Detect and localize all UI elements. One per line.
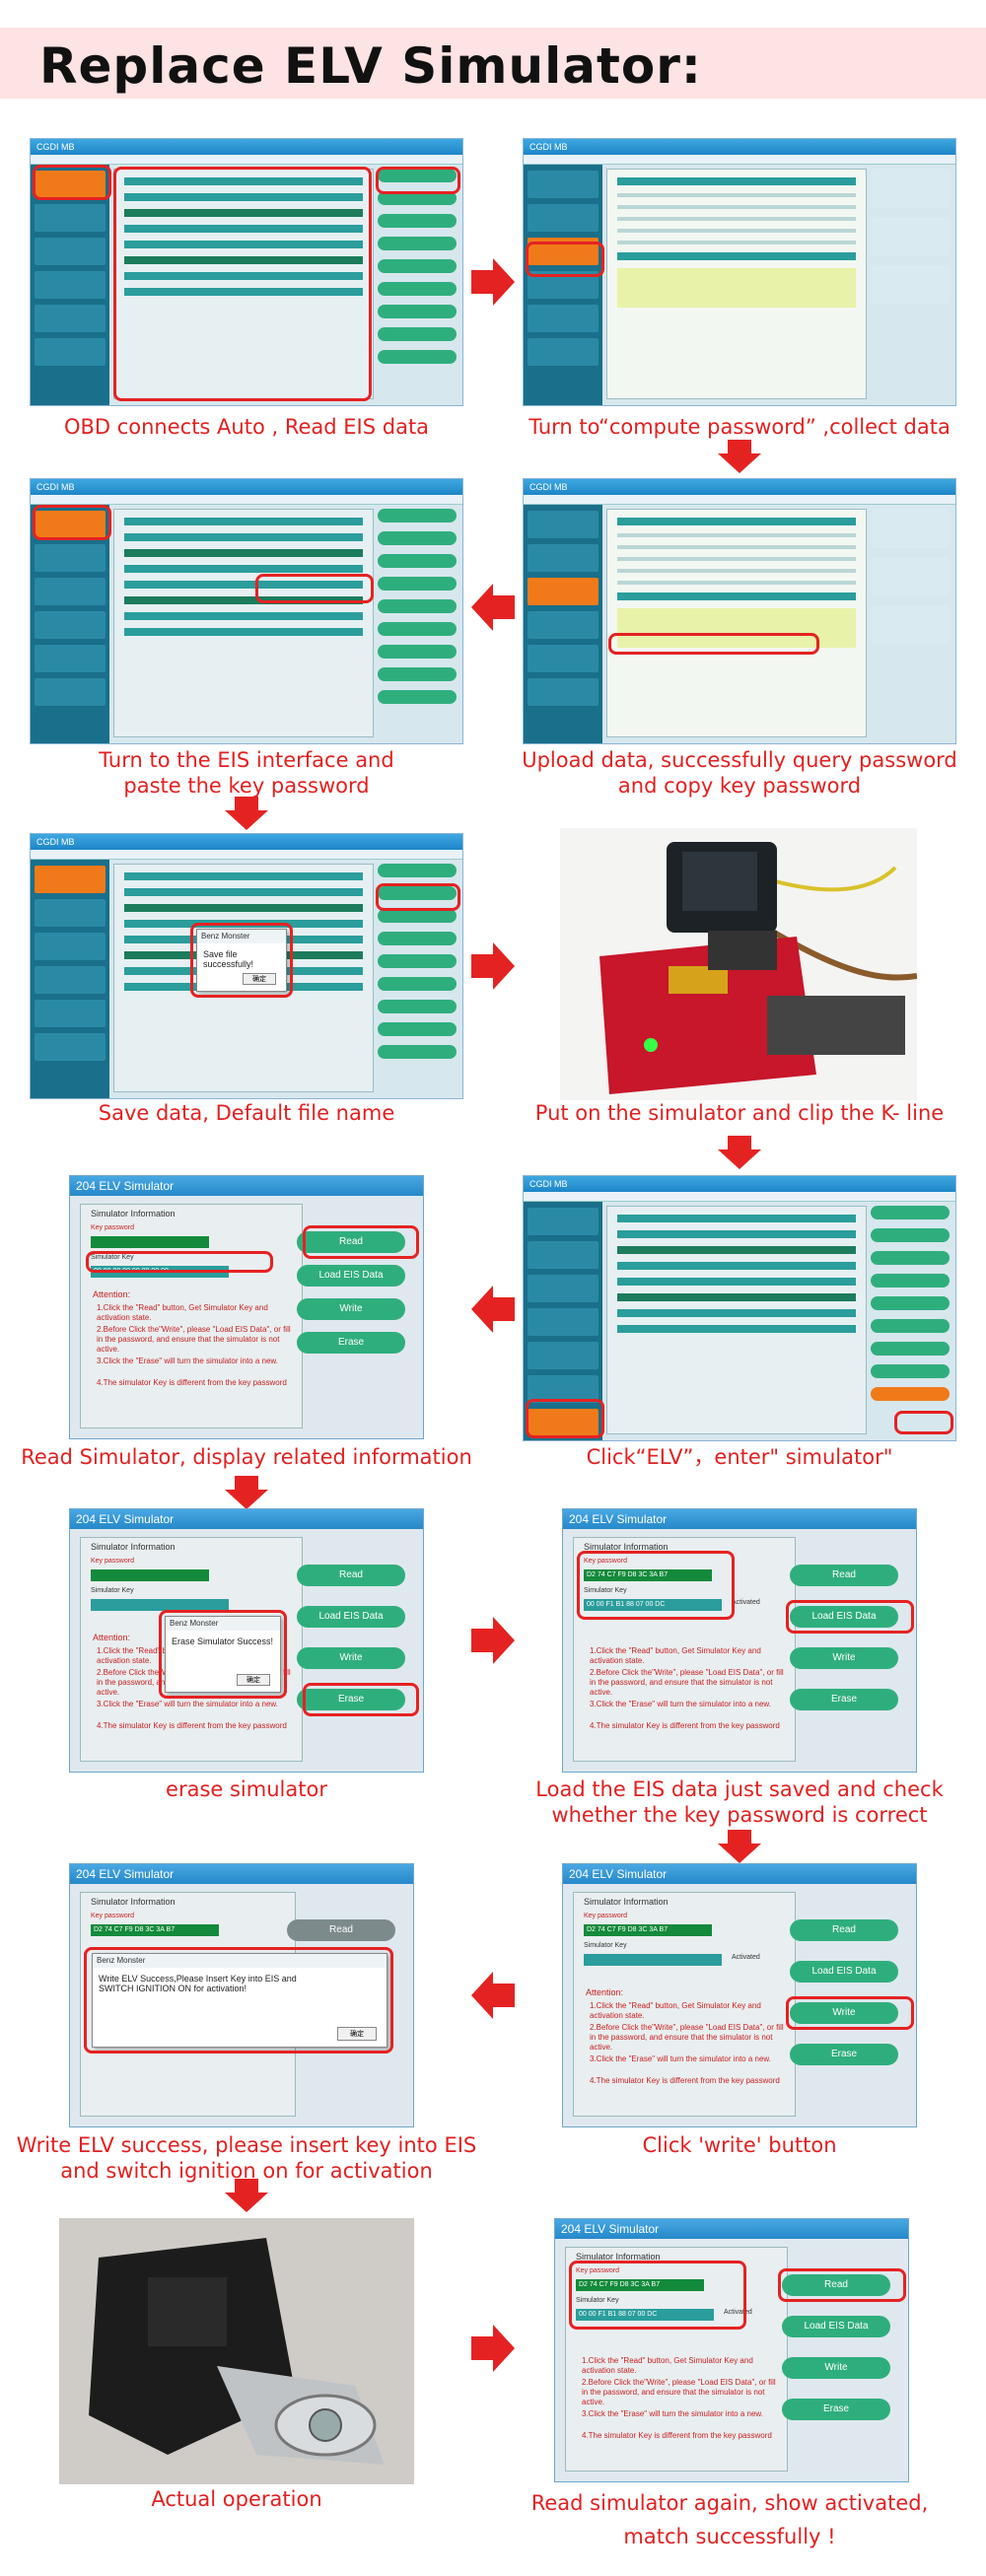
arrow-left-icon <box>471 584 515 631</box>
simulator-device-icon <box>599 842 917 1094</box>
write-button[interactable]: Write <box>297 1647 405 1669</box>
step-10-caption: Load the EIS data just saved and check w… <box>535 1777 944 1827</box>
erase-dialog: Benz Monster Erase Simulator Success! 确定 <box>165 1616 281 1693</box>
write-success-dialog: Benz Monster Write ELV Success,Please In… <box>92 1953 387 2048</box>
step-7-caption: Read Simulator, display related informat… <box>21 1445 472 1469</box>
step-14-caption: Read simulator again, show activated, ma… <box>530 2491 929 2548</box>
load-eis-button[interactable]: Load EIS Data <box>790 1606 898 1628</box>
screenshot-save-data: CGDI MB Benz Monster Save file successfu… <box>30 833 463 1099</box>
write-button[interactable]: Write <box>782 2357 890 2379</box>
step-4-caption: Upload data, successfully query password… <box>522 748 957 798</box>
step-12-caption: Click 'write' button <box>642 2133 837 2157</box>
step-2-caption: Turn to“compute password” ,collect data <box>528 415 951 439</box>
title-banner <box>0 28 986 99</box>
elv-window-read: 204 ELV Simulator Simulator Information … <box>69 1175 424 1439</box>
elv-window-load: 204 ELV Simulator Simulator Information … <box>562 1508 917 1773</box>
read-button[interactable]: Read <box>287 1919 395 1941</box>
write-button[interactable]: Write <box>297 1298 405 1320</box>
save-dialog: Benz Monster Save file successfully! 确定 <box>196 929 287 992</box>
elv-window-erase: 204 ELV Simulator Simulator Information … <box>69 1508 424 1773</box>
arrow-down-icon <box>225 1476 268 1509</box>
read-button[interactable]: Read <box>790 1919 898 1941</box>
step-9-caption: erase simulator <box>166 1777 327 1801</box>
ok-button[interactable]: 确定 <box>243 973 276 985</box>
elv-window-write: 204 ELV Simulator Simulator Information … <box>562 1863 917 2127</box>
arrow-down-icon <box>225 2179 268 2212</box>
arrow-right-icon <box>471 258 515 306</box>
elv-window-activated: 204 ELV Simulator Simulator Information … <box>554 2218 909 2482</box>
step-8-caption: Click“ELV”，enter" simulator" <box>586 1445 893 1469</box>
read-button[interactable]: Read <box>297 1565 405 1586</box>
screenshot-elv-menu: CGDI MB <box>523 1175 956 1441</box>
step-5-caption: Save data, Default file name <box>98 1101 395 1125</box>
load-eis-button[interactable]: Load EIS Data <box>297 1606 405 1628</box>
ok-button[interactable]: 确定 <box>337 2027 377 2041</box>
photo-simulator-device <box>560 828 917 1100</box>
load-eis-button[interactable]: Load EIS Data <box>297 1265 405 1287</box>
arrow-right-icon <box>471 1617 515 1664</box>
write-button[interactable]: Write <box>790 2002 898 2024</box>
load-eis-button[interactable]: Load EIS Data <box>790 1961 898 1983</box>
photo-actual-operation <box>59 2218 414 2484</box>
erase-button[interactable]: Erase <box>782 2399 890 2420</box>
read-button[interactable]: Read <box>790 1565 898 1586</box>
load-eis-button[interactable]: Load EIS Data <box>782 2316 890 2337</box>
screenshot-upload-query: CGDI MB <box>523 478 956 744</box>
arrow-down-icon <box>225 797 268 830</box>
step-1-caption: OBD connects Auto , Read EIS data <box>63 415 430 439</box>
arrow-down-icon <box>718 440 761 473</box>
erase-button[interactable]: Erase <box>297 1689 405 1710</box>
window-title: CGDI MB <box>31 139 462 155</box>
step-6-caption: Put on the simulator and clip the K- lin… <box>534 1101 945 1125</box>
page-title: Replace ELV Simulator: <box>39 37 702 95</box>
step-13-caption: Actual operation <box>151 2487 322 2511</box>
step-3-caption: Turn to the EIS interface and paste the … <box>99 748 394 798</box>
arrow-down-icon <box>718 1136 761 1169</box>
arrow-right-icon <box>471 942 515 990</box>
arrow-right-icon <box>471 2325 515 2372</box>
ignition-key-icon <box>59 2218 414 2484</box>
screenshot-compute-password: CGDI MB <box>523 138 956 406</box>
screenshot-read-eis: CGDI MB <box>30 138 463 406</box>
erase-button[interactable]: Erase <box>790 1689 898 1710</box>
elv-window-write-success: 204 ELV Simulator Simulator Information … <box>69 1863 414 2127</box>
arrow-down-icon <box>718 1830 761 1863</box>
screenshot-paste-password: CGDI MB <box>30 478 463 744</box>
arrow-left-icon <box>471 1286 515 1333</box>
ok-button[interactable]: 确定 <box>237 1674 270 1686</box>
arrow-left-icon <box>471 1972 515 2019</box>
read-button[interactable]: Read <box>297 1231 405 1253</box>
step-11-caption: Write ELV success, please insert key int… <box>16 2133 477 2183</box>
erase-button[interactable]: Erase <box>297 1332 405 1354</box>
erase-button[interactable]: Erase <box>790 2044 898 2065</box>
write-button[interactable]: Write <box>790 1647 898 1669</box>
read-button[interactable]: Read <box>782 2274 890 2296</box>
